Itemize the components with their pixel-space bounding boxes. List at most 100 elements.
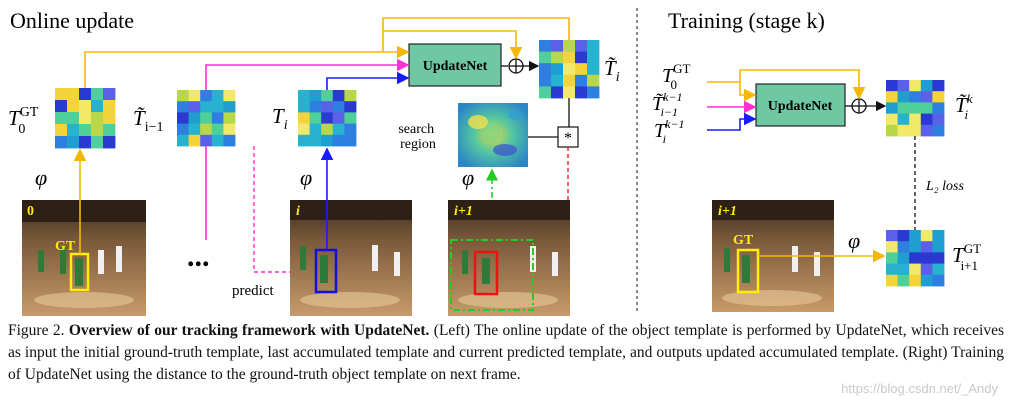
heatmap-cell: [909, 252, 922, 264]
heatmap-cell: [886, 252, 898, 264]
heatmap-cell: [897, 80, 910, 92]
heatmap-cell: [321, 90, 334, 102]
phi-label-frame-i: φ: [300, 165, 312, 190]
arrow-tout-feedback: [382, 17, 570, 40]
heatmap-cell: [575, 74, 588, 87]
heatmap-cell: [886, 80, 898, 92]
heatmap-cell: [909, 241, 922, 253]
heatmap-cell: [67, 88, 80, 101]
heatmap-cell: [223, 123, 236, 136]
right-template-gt-heatmap: [886, 230, 945, 287]
heatmap-cell: [211, 123, 224, 136]
heatmap-cell: [321, 101, 334, 113]
heatmap-cell: [575, 40, 588, 52]
heatmap-cell: [91, 100, 104, 113]
heatmap-cell: [67, 100, 80, 113]
watermark: https://blog.csdn.net/_Andy: [841, 381, 998, 396]
heatmap-cell: [211, 134, 224, 147]
updatenet-label: UpdateNet: [423, 59, 488, 74]
heatmap-cell: [551, 63, 564, 76]
predict-label: predict: [232, 283, 274, 299]
heatmap-cell: [932, 113, 945, 126]
heatmap-cell: [188, 134, 201, 147]
heatmap-cell: [886, 113, 898, 126]
heatmap-cell: [909, 102, 922, 114]
heatmap-cell: [563, 86, 576, 99]
heatmap-cell: [309, 112, 322, 124]
search-region-map: [458, 103, 528, 167]
heatmap-cell: [897, 263, 910, 276]
heatmap-cell: [920, 91, 933, 103]
arrow-right-ti: [707, 112, 757, 131]
heatmap-cell: [587, 86, 600, 99]
heatmap-cell: [79, 88, 92, 101]
heatmap-cell: [920, 274, 933, 287]
heatmap-cell: [298, 123, 310, 136]
gt-box-right-frame: [736, 248, 760, 294]
heatmap-cell: [539, 40, 552, 52]
heatmap-cell: [551, 40, 564, 52]
heatmap-cell: [932, 80, 945, 92]
heatmap-cell: [932, 241, 945, 253]
heatmap-cell: [897, 230, 910, 242]
heatmap-cell: [539, 86, 552, 99]
frame0-index: 0: [27, 204, 34, 219]
heatmap-cell: [539, 51, 552, 64]
arrow-ti-to-updatenet: [326, 71, 410, 90]
heatmap-cell: [539, 63, 552, 76]
label-ti: Ti: [272, 104, 288, 133]
heatmap-cell: [177, 112, 189, 124]
heatmap-cell: [897, 91, 910, 103]
phi-label-frame-i1: φ: [462, 165, 474, 190]
heatmap-cell: [309, 123, 322, 136]
heatmap-cell: [563, 63, 576, 76]
heatmap-cell: [298, 112, 310, 124]
right-template-out-heatmap: [886, 80, 945, 137]
heatmap-cell: [909, 274, 922, 287]
heatmap-cell: [920, 252, 933, 264]
heatmap-cell: [200, 101, 213, 113]
heatmap-cell: [587, 74, 600, 87]
heatmap-cell: [200, 112, 213, 124]
heatmap-cell: [920, 80, 933, 92]
heatmap-cell: [55, 100, 68, 113]
heatmap-cell: [920, 230, 933, 242]
heatmap-cell: [321, 123, 334, 136]
heatmap-cell: [886, 241, 898, 253]
heatmap-cell: [909, 91, 922, 103]
heatmap-cell: [223, 112, 236, 124]
left-section-title: Online update: [10, 8, 134, 33]
pred-box-frame-i1: [473, 250, 499, 296]
heatmap-cell: [55, 124, 68, 137]
heatmap-cell: [55, 136, 68, 149]
caption-body: (Left) The online update of the object t…: [8, 322, 1004, 383]
heatmap-cell: [211, 101, 224, 113]
heatmap-cell: [897, 252, 910, 264]
heatmap-cell: [332, 90, 345, 102]
heatmap-cell: [332, 134, 345, 147]
heatmap-cell: [932, 263, 945, 276]
right-frame-gt-label: GT: [733, 233, 754, 248]
heatmap-cell: [932, 252, 945, 264]
heatmap-cell: [563, 74, 576, 87]
correlation-symbol: *: [564, 130, 572, 147]
updatenet-label-right: UpdateNet: [768, 99, 833, 114]
heatmap-cell: [897, 113, 910, 126]
heatmap-cell: [920, 124, 933, 137]
heatmap-cell: [177, 123, 189, 136]
heatmap-cell: [332, 123, 345, 136]
heatmap-cell: [188, 101, 201, 113]
template-t0-heatmap: [55, 88, 116, 149]
label-t-out: T̃i: [604, 56, 620, 85]
heatmap-cell: [188, 90, 201, 102]
heatmap-cell: [200, 90, 213, 102]
heatmap-cell: [103, 100, 116, 113]
heatmap-cell: [309, 101, 322, 113]
heatmap-cell: [886, 124, 898, 137]
frame-i1-index: i+1: [454, 204, 473, 219]
